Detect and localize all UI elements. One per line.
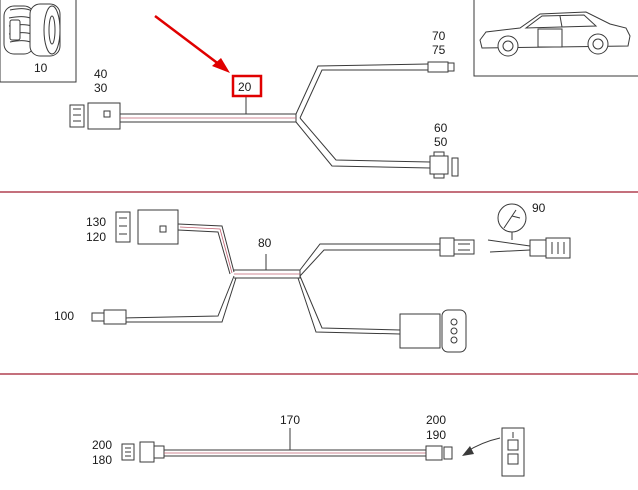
connector-40-30[interactable] [69, 102, 121, 130]
label-60: 60 [434, 121, 448, 135]
harness-bottom[interactable]: 170 200 180 200 190 [92, 413, 525, 477]
label-180: 180 [92, 453, 112, 467]
label-200-left: 200 [92, 438, 112, 452]
label-90: 90 [532, 201, 546, 215]
connector-60-50[interactable] [429, 151, 459, 179]
label-40: 40 [94, 67, 108, 81]
connector-90-mating[interactable] [487, 237, 571, 259]
label-200-right: 200 [426, 413, 446, 427]
callout-20[interactable]: 20 [231, 74, 263, 98]
label-190: 190 [426, 428, 446, 442]
label-130: 130 [86, 215, 106, 229]
connector-90-cable-side[interactable] [439, 237, 475, 257]
connector-200-190[interactable] [425, 445, 453, 461]
socket-housing[interactable] [501, 427, 525, 477]
label-170: 170 [280, 413, 300, 427]
grommet-inset[interactable]: 10 [0, 0, 77, 83]
car-icon [479, 11, 631, 57]
connector-70-75[interactable] [427, 61, 455, 73]
label-75: 75 [432, 43, 446, 57]
harness-middle[interactable]: 130 120 80 100 [54, 201, 571, 353]
connector-100[interactable] [91, 309, 127, 325]
vehicle-inset[interactable] [473, 0, 638, 77]
label-100: 100 [54, 309, 74, 323]
harness-top[interactable]: 40 30 70 75 60 50 [69, 29, 459, 179]
connector-200-180[interactable] [121, 441, 165, 463]
arrow-icon [462, 437, 501, 456]
label-20: 20 [238, 80, 252, 94]
label-120: 120 [86, 230, 106, 244]
label-70: 70 [432, 29, 446, 43]
label-10: 10 [34, 61, 48, 75]
grommet-icon [3, 3, 61, 57]
connector-large-plug[interactable] [399, 309, 467, 353]
connector-130-120[interactable] [115, 209, 179, 245]
callout-arrow-icon [154, 15, 230, 73]
label-50: 50 [434, 135, 448, 149]
label-80: 80 [258, 236, 272, 250]
label-30: 30 [94, 81, 108, 95]
wrench-icon [497, 203, 527, 240]
